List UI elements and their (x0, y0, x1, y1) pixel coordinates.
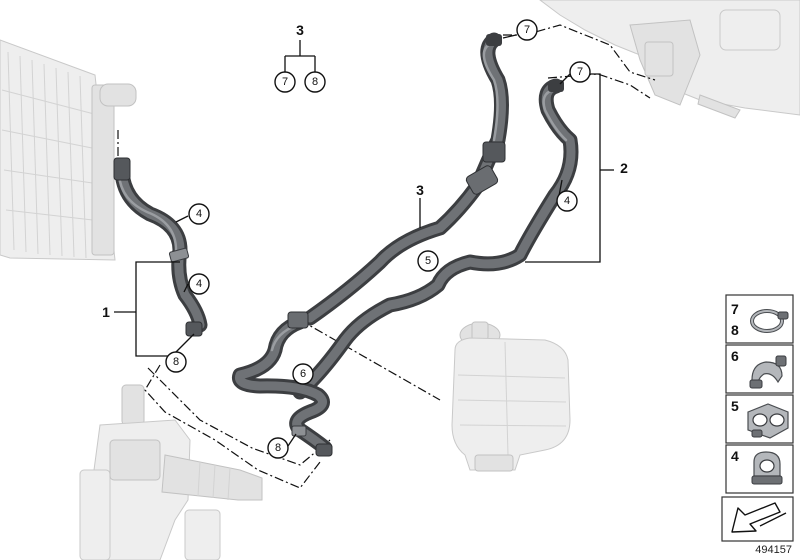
callout-group-right: 2 (620, 160, 628, 176)
spring-clamp-icon (750, 309, 789, 333)
legend-number: 8 (731, 322, 739, 338)
single-hose-holder-icon (751, 451, 783, 485)
callout-label: 8 (173, 356, 179, 368)
hvac-unit-ghost (539, 0, 800, 119)
callout-label: 4 (564, 195, 570, 207)
legend-number: 6 (731, 348, 739, 364)
left-coolant-hose (113, 157, 208, 337)
legend-row-double-holder: 5 (725, 394, 794, 444)
double-hose-holder-icon (747, 403, 789, 439)
callout-header-sub-a: 7 (274, 71, 296, 93)
callout-hose-main: 3 (416, 182, 424, 198)
radiator-ghost (0, 39, 137, 261)
callout-label: 2 (620, 160, 628, 176)
callout-label: 6 (300, 368, 306, 380)
leader-lines (114, 34, 614, 447)
callout-header-group: 3 (296, 22, 304, 38)
lower-loop-hose (232, 311, 333, 457)
pump-assembly-ghost (79, 384, 263, 560)
legend-row-clamp: 7 8 (725, 294, 794, 344)
legend-number: 7 (731, 301, 739, 317)
diagram-id: 494157 (755, 544, 792, 556)
upper-hose-3 (302, 32, 509, 326)
callout-label: 7 (524, 24, 530, 36)
callout-label: 4 (196, 208, 202, 220)
callout-label: 5 (425, 255, 431, 267)
callout-label: 8 (275, 442, 281, 454)
callout-top-connector-b: 7 (569, 61, 591, 83)
callout-label: 3 (296, 22, 304, 38)
callout-label: 4 (196, 278, 202, 290)
callout-right-hose: 4 (556, 190, 578, 212)
callout-label: 1 (102, 304, 110, 320)
callout-label: 7 (577, 66, 583, 78)
right-hose-4 (292, 78, 579, 400)
radiator-fins (1, 51, 111, 259)
legend-footer (721, 496, 794, 542)
hose-clip-icon (749, 355, 787, 389)
callout-hose-section-lower: 6 (292, 363, 314, 385)
callout-header-sub-b: 8 (304, 71, 326, 93)
legend-number: 5 (731, 398, 739, 414)
callout-left-hose-lower: 4 (188, 273, 210, 295)
legend-number: 4 (731, 448, 739, 464)
callout-label: 8 (312, 76, 318, 88)
callout-hose-section-mid: 5 (417, 250, 439, 272)
direction-arrow-icon (731, 502, 787, 533)
callout-lower-clamp: 8 (267, 437, 289, 459)
callout-top-connector-a: 7 (516, 19, 538, 41)
expansion-tank-ghost (451, 321, 571, 472)
callout-label: 3 (416, 182, 424, 198)
callout-left-clamp: 8 (165, 351, 187, 373)
parts-legend-panel: 7 8 6 5 (721, 294, 794, 542)
legend-row-single-holder: 4 (725, 444, 794, 494)
callout-group-left: 1 (102, 304, 110, 320)
callout-label: 7 (282, 76, 288, 88)
legend-row-clip: 6 (725, 344, 794, 394)
callout-left-hose-upper: 4 (188, 203, 210, 225)
